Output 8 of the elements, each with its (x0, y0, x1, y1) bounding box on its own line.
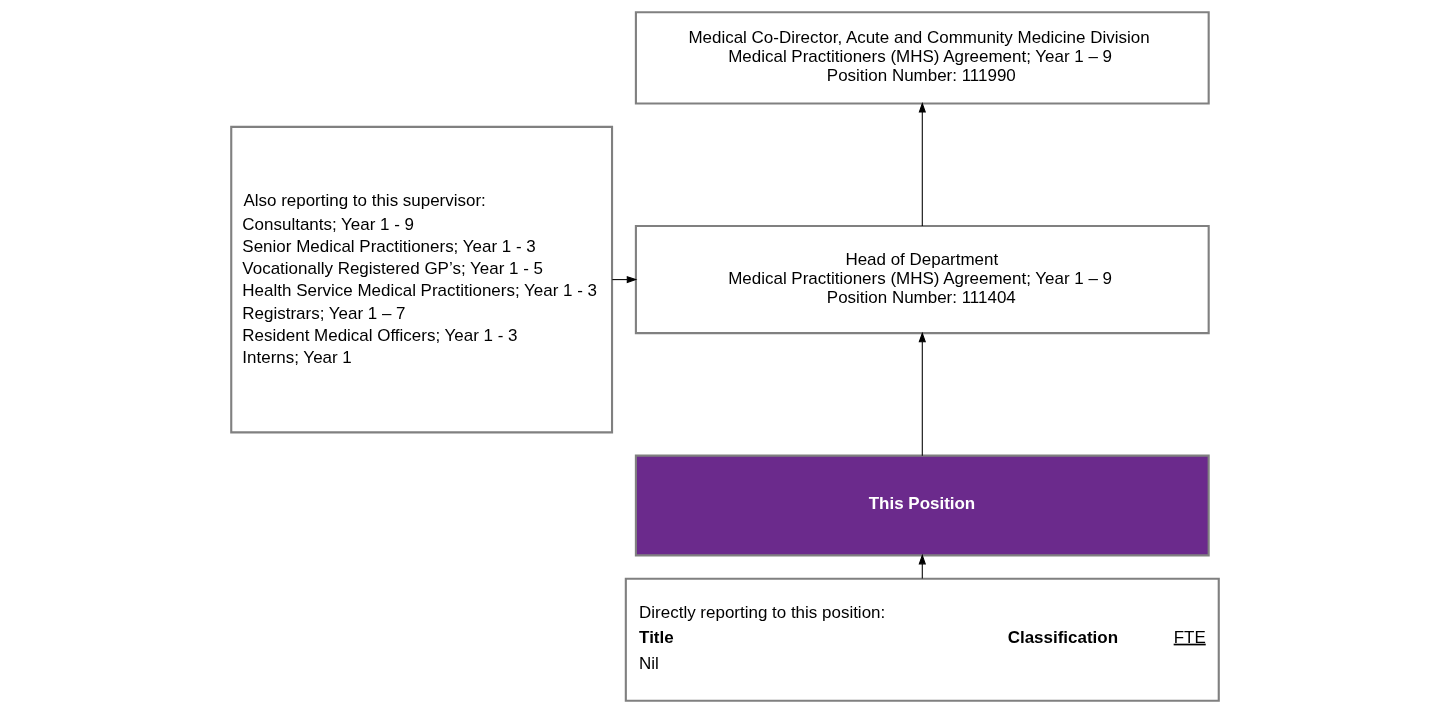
node-box: This Position (634, 454, 1210, 557)
node-box: Head of Department Medical Practitioners (MHS) Agreement; Year 1 – 9 Position Number: 111404 (634, 224, 1210, 335)
arrow (918, 102, 926, 227)
node-box: Directly reporting to this position: Title Classification FTE Nil (624, 577, 1220, 702)
node-box: Also reporting to this supervisor: Consultants; Year 1 - 9 Senior Medical Practitioners; Year 1 - 3 Vocationally Registered GP’s; Year 1 - 5 Health Service Medical Practitioners; Year 1 - 3 Registrars; Year 1 – 7 Resident Medical Officers; Year 1 - 3 Interns; Year 1 (230, 125, 614, 434)
arrow (611, 275, 638, 284)
arrow (918, 331, 926, 457)
node-box: Medical Co-Director, Acute and Community Medicine Division Medical Practitioners (MHS) Agreement; Year 1 – 9 Position Number: 111990 (634, 11, 1210, 105)
